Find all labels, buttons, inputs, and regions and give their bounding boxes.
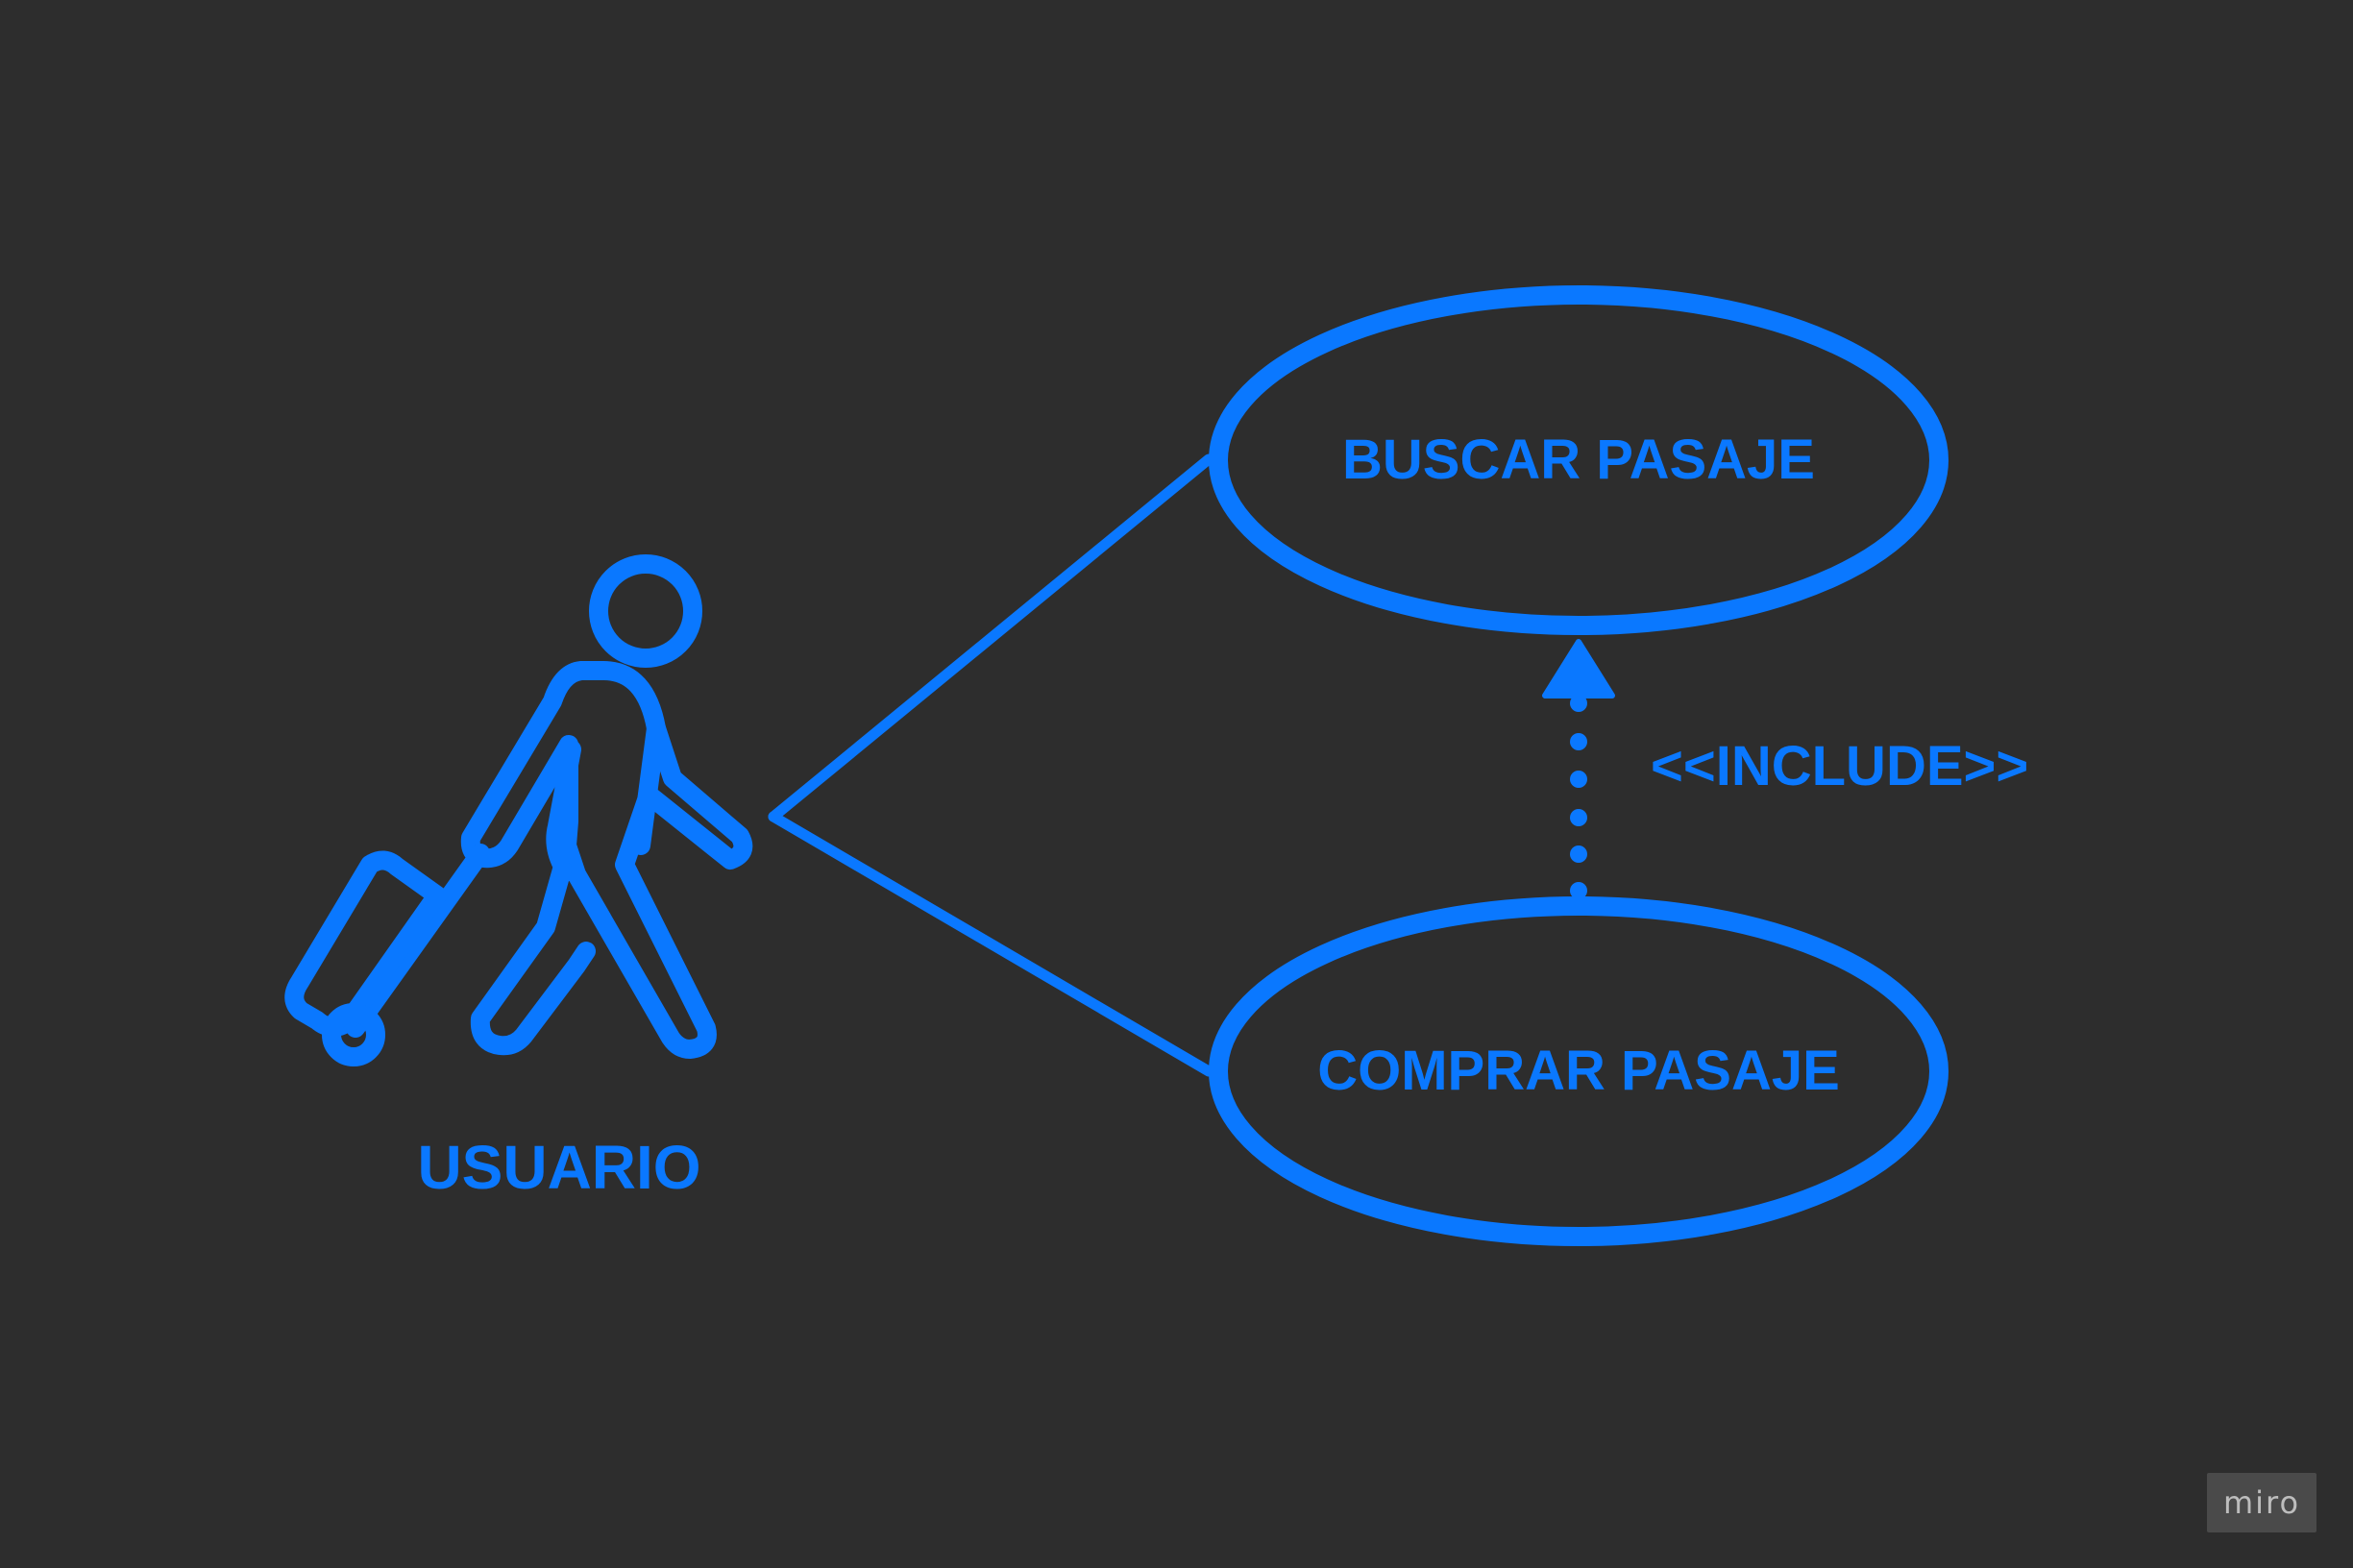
include-arrowhead <box>1542 639 1615 698</box>
association-line-comprar <box>768 811 1214 1077</box>
traveler-with-suitcase-icon <box>284 554 753 1066</box>
include-dot <box>1570 882 1587 899</box>
actor-label: USUARIO <box>417 1133 701 1202</box>
include-dot <box>1570 809 1587 826</box>
usecase-ellipse-buscar[interactable] <box>1209 285 1949 635</box>
miro-watermark: miro <box>2207 1473 2316 1532</box>
miro-watermark-text: miro <box>2222 1484 2301 1521</box>
include-dot <box>1570 695 1587 712</box>
usecase-label-comprar: COMPRAR PASAJE <box>1317 1040 1840 1102</box>
include-label: <<INCLUDE>> <box>1651 735 2029 797</box>
include-dot <box>1570 845 1587 863</box>
usecase-label-buscar: BUSCAR PASAJE <box>1341 429 1815 491</box>
include-arrow <box>1542 639 1615 899</box>
include-dot <box>1570 771 1587 788</box>
include-dot <box>1570 733 1587 750</box>
association-line-buscar <box>768 453 1214 822</box>
usecase-ellipse-comprar[interactable] <box>1209 896 1949 1246</box>
